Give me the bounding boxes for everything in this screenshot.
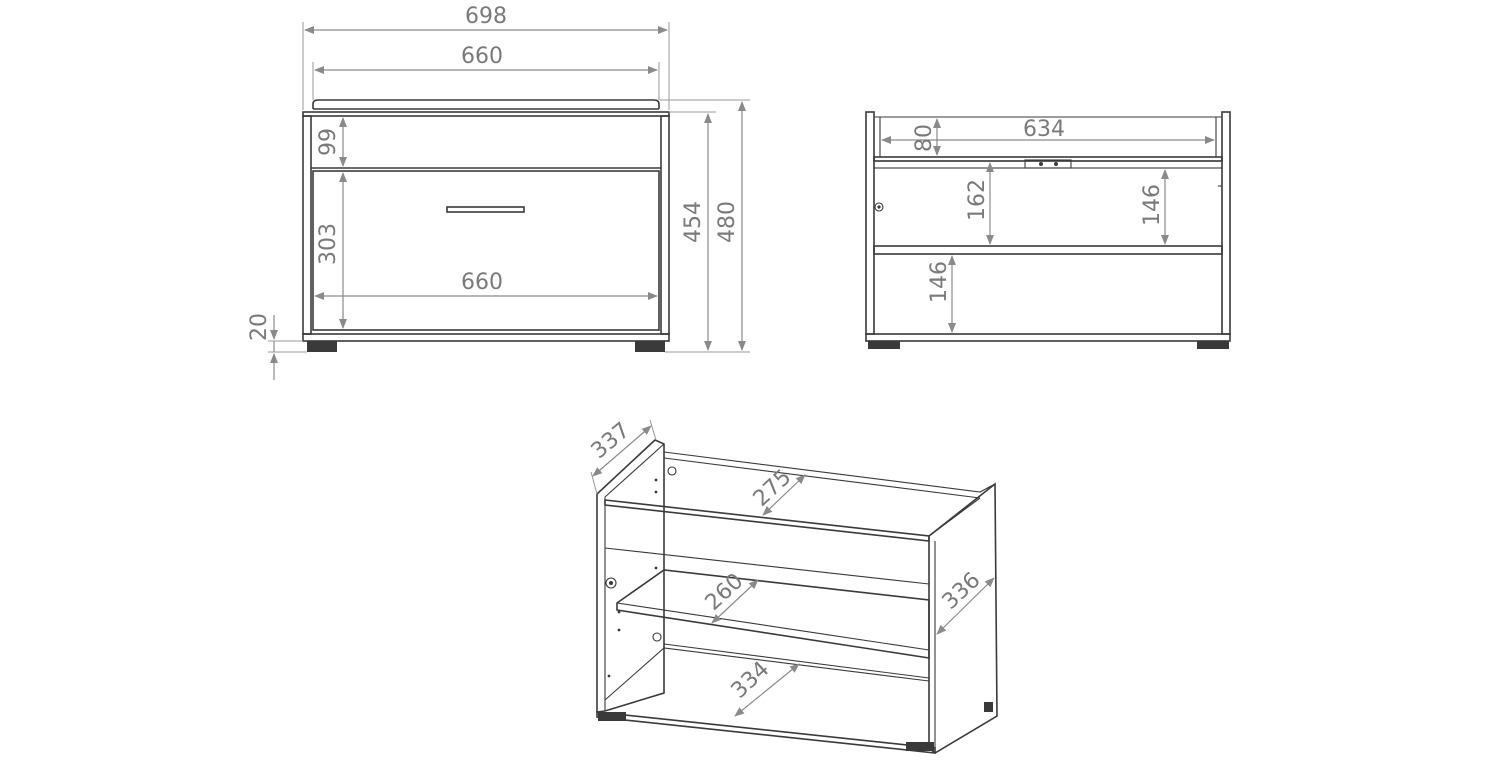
dim-top-panel-height: 99 xyxy=(316,128,341,156)
back-right-panel xyxy=(1221,111,1231,335)
back-left-foot xyxy=(868,341,900,349)
iso-left-panel xyxy=(596,439,665,713)
dim-drawer-height: 303 xyxy=(316,223,341,265)
iso-back-foot xyxy=(984,702,993,712)
dim-upper-compartment: 162 xyxy=(965,179,990,221)
iso-knob-icon xyxy=(605,577,617,589)
dim-side-depth: 337 xyxy=(587,418,635,464)
left-side-panel xyxy=(302,115,312,335)
drawer-front xyxy=(312,170,660,331)
back-right-foot xyxy=(1197,341,1229,349)
iso-base xyxy=(596,711,936,754)
dim-total-height: 480 xyxy=(715,201,740,243)
top-board xyxy=(302,111,670,117)
right-side-panel xyxy=(660,115,670,335)
dim-bottom-depth: 334 xyxy=(727,657,775,704)
seat-cushion xyxy=(312,99,660,109)
drawer-handle xyxy=(446,206,525,213)
dim-right-depth: 336 xyxy=(938,568,986,615)
dim-drawer-width: 660 xyxy=(461,270,503,295)
dim-upper-shelf-gap: 146 xyxy=(1140,184,1165,226)
back-bottom-board xyxy=(865,333,1231,342)
back-left-panel xyxy=(865,111,875,335)
dim-foot-height: 20 xyxy=(247,313,272,341)
iso-front-foot xyxy=(906,742,934,751)
iso-middle-shelf xyxy=(616,569,930,659)
dim-lower-compartment: 146 xyxy=(927,261,952,303)
dim-top-depth: 275 xyxy=(749,465,797,512)
dim-body-height: 454 xyxy=(681,201,706,243)
dim-top-gap: 80 xyxy=(912,124,937,152)
dim-inner-width: 634 xyxy=(1023,117,1065,142)
dim-top-width: 660 xyxy=(461,44,503,69)
right-foot xyxy=(635,341,665,352)
iso-view: 337 275 260 336 334 xyxy=(587,418,998,754)
iso-right-panel xyxy=(928,482,998,754)
iso-left-foot xyxy=(598,712,626,721)
middle-shelf xyxy=(873,245,1223,255)
fitting xyxy=(1024,159,1072,169)
bottom-board xyxy=(302,333,670,342)
left-foot xyxy=(307,341,337,352)
knob-icon xyxy=(874,202,884,212)
front-view: 698 660 99 303 660 20 454 480 xyxy=(247,4,750,380)
dim-overall-width: 698 xyxy=(465,4,507,29)
dim-shelf-depth: 260 xyxy=(701,569,749,616)
back-view: 634 80 162 146 146 xyxy=(865,111,1231,349)
